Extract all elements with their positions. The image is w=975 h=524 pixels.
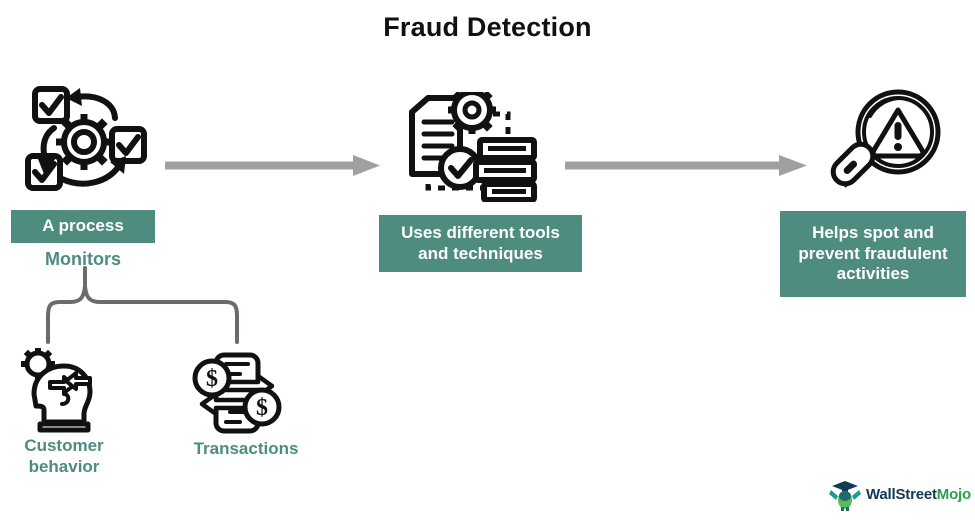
- money-exchange-icon: $ $: [192, 352, 282, 434]
- curly-brace-monitors: [40, 264, 255, 346]
- brand-name-part-2: Mojo: [936, 486, 971, 503]
- process-cycle-icon: [22, 84, 156, 200]
- document-gear-server-icon: [398, 86, 538, 203]
- stage-3-label-box: Helps spot and prevent fraudulent activi…: [780, 211, 966, 297]
- stage-1-label-box: A process: [11, 210, 155, 243]
- arrow-stage2-to-stage3: [565, 155, 807, 177]
- brand-name-part-1: WallStreet: [866, 486, 937, 503]
- stage-2-label-box: Uses different tools and techniques: [379, 215, 582, 272]
- arrow-stage1-to-stage2: [165, 155, 380, 177]
- brand-logo-text: WallStreetMojo: [866, 486, 971, 503]
- page-title: Fraud Detection: [383, 12, 592, 42]
- branch-customer-behavior-label: Customer behavior: [24, 436, 104, 477]
- stage-1-sub-label: Monitors: [45, 249, 121, 269]
- magnifier-warning-icon: [828, 88, 950, 202]
- graduate-mascot-icon: [829, 481, 861, 511]
- svg-text:$: $: [206, 366, 218, 392]
- brand-logo: WallStreetMojo: [828, 479, 971, 513]
- head-gear-arrows-icon: [14, 348, 110, 434]
- svg-text:$: $: [256, 395, 268, 421]
- branch-transactions-label: Transactions: [193, 439, 299, 458]
